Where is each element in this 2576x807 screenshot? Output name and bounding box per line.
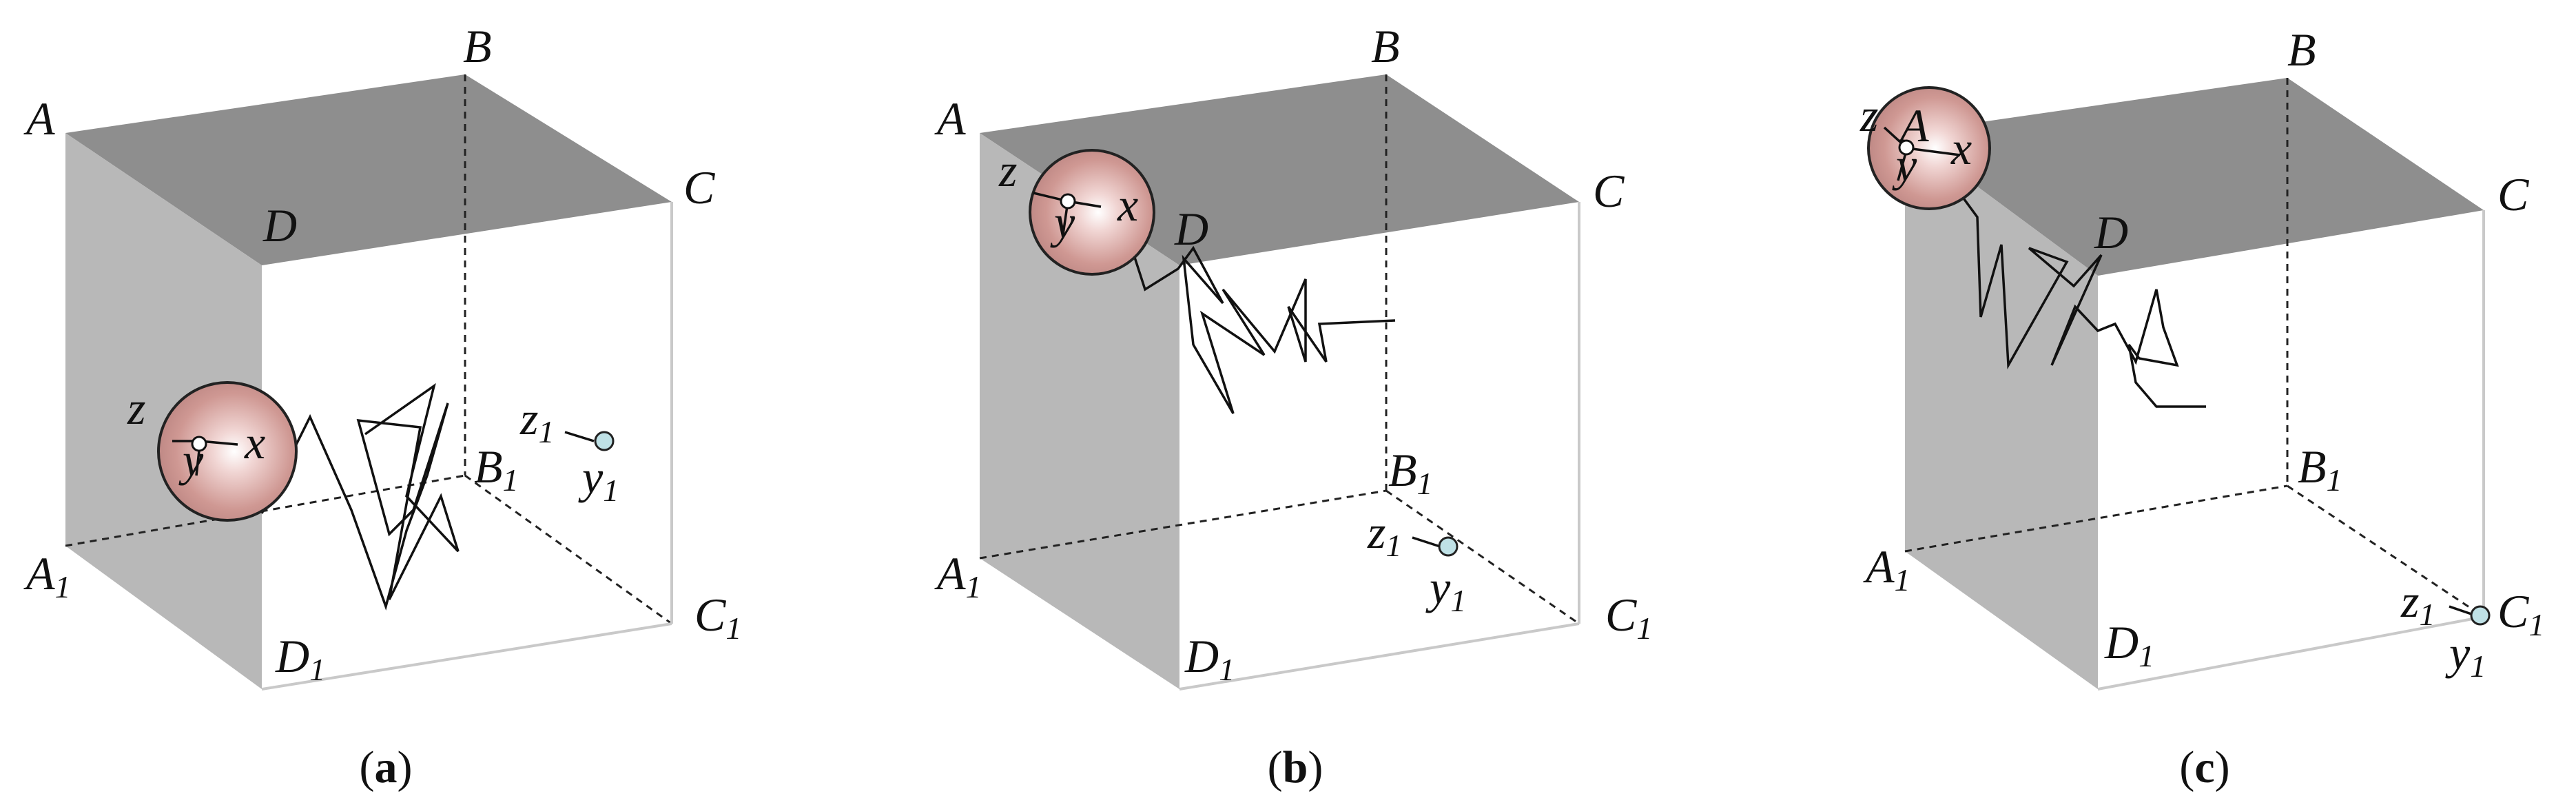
vertex-label-c1: C1 bbox=[2497, 585, 2544, 642]
axis-label-z: z bbox=[998, 144, 1017, 196]
trajectory-path bbox=[260, 382, 460, 611]
panel-a: A B C D A1 B1 C1 D1 z y x z1 y1 (a) bbox=[23, 20, 741, 793]
axis-label-x: x bbox=[1117, 178, 1138, 231]
vertex-label-c: C bbox=[2497, 168, 2529, 221]
vertex-label-b: B bbox=[463, 20, 492, 72]
vertex-label-a: A bbox=[23, 92, 55, 145]
vertex-label-d: D bbox=[2094, 206, 2128, 258]
axis-label-z1: z1 bbox=[1367, 506, 1401, 563]
vertex-label-b1: B1 bbox=[474, 440, 519, 498]
vertex-label-c1: C1 bbox=[694, 589, 741, 646]
vertex-label-b: B bbox=[2287, 23, 2316, 76]
sphere bbox=[1029, 149, 1155, 276]
target-axis bbox=[1412, 536, 1441, 548]
vertex-label-a1: A1 bbox=[934, 547, 982, 604]
axis-label-z1: z1 bbox=[2400, 575, 2435, 632]
edge-d1-c1 bbox=[2097, 615, 2484, 691]
trajectory-path bbox=[1924, 145, 2206, 408]
left-face bbox=[65, 133, 262, 689]
edge-d1-c1 bbox=[261, 622, 672, 691]
vertex-label-d: D bbox=[262, 199, 297, 252]
top-face bbox=[1905, 78, 2484, 276]
vertex-label-b1: B1 bbox=[2298, 440, 2342, 498]
hidden-edge-b1-c1 bbox=[464, 474, 672, 625]
axis-label-z: z bbox=[127, 382, 145, 434]
axis-label-y1: y1 bbox=[1425, 561, 1466, 618]
axis-label-y1: y1 bbox=[578, 451, 619, 508]
hidden-edge-a1-b1 bbox=[979, 489, 1387, 560]
vertex-label-c: C bbox=[683, 161, 715, 214]
vertex-label-a: A bbox=[1897, 99, 1929, 152]
vertex-label-c1: C1 bbox=[1605, 589, 1652, 646]
caption-c: (c) bbox=[2179, 742, 2229, 793]
axis-label-x: x bbox=[1950, 122, 1972, 174]
axis-label-y: y bbox=[1892, 139, 1917, 191]
vertex-label-b: B bbox=[1371, 20, 1400, 72]
edge-d1-c1 bbox=[1179, 622, 1580, 691]
left-face bbox=[1905, 133, 2098, 689]
hidden-edge-a1-b1 bbox=[1904, 484, 2288, 553]
top-face bbox=[65, 74, 672, 265]
panel-b: A B C D A1 B1 C1 D1 z y x z1 y1 (b) bbox=[934, 20, 1652, 793]
target-axis bbox=[2449, 605, 2474, 616]
trajectory-path bbox=[1115, 199, 1396, 414]
sphere bbox=[157, 381, 298, 522]
vertex-label-a1: A1 bbox=[23, 547, 71, 604]
vertex-label-d1: D1 bbox=[275, 630, 325, 687]
target-marker bbox=[1438, 536, 1459, 557]
axis-label-y1: y1 bbox=[2445, 626, 2486, 684]
vertex-label-c: C bbox=[1593, 165, 1625, 217]
sphere-center-marker bbox=[191, 436, 207, 452]
target-marker bbox=[2470, 605, 2491, 626]
axis-label-y: y bbox=[178, 433, 204, 486]
axis-label-x: x bbox=[244, 416, 265, 469]
vertex-label-d1: D1 bbox=[2104, 616, 2154, 673]
axis-label-z: z bbox=[1859, 89, 1878, 141]
target-marker bbox=[594, 431, 615, 451]
vertex-label-d1: D1 bbox=[1184, 630, 1235, 687]
target-axis bbox=[564, 431, 595, 442]
vertex-label-a: A bbox=[934, 92, 966, 145]
vertex-label-b1: B1 bbox=[1388, 444, 1433, 501]
vertex-label-d: D bbox=[1174, 203, 1208, 255]
hidden-edge-b1-c1 bbox=[1385, 489, 1580, 625]
sphere-center-marker bbox=[1898, 139, 1915, 156]
caption-b: (b) bbox=[1268, 742, 1323, 793]
axis-label-y: y bbox=[1050, 196, 1075, 248]
hidden-edge-b1-c1 bbox=[2287, 484, 2484, 618]
vertex-label-a1: A1 bbox=[1863, 540, 1910, 597]
panel-c: A B C D A1 B1 C1 D1 z y x z1 y1 (c) bbox=[1859, 23, 2544, 793]
axis-label-z1: z1 bbox=[519, 392, 554, 449]
caption-a: (a) bbox=[360, 742, 413, 793]
sphere-center-marker bbox=[1060, 193, 1076, 210]
hidden-edge-a1-b1 bbox=[65, 474, 466, 547]
